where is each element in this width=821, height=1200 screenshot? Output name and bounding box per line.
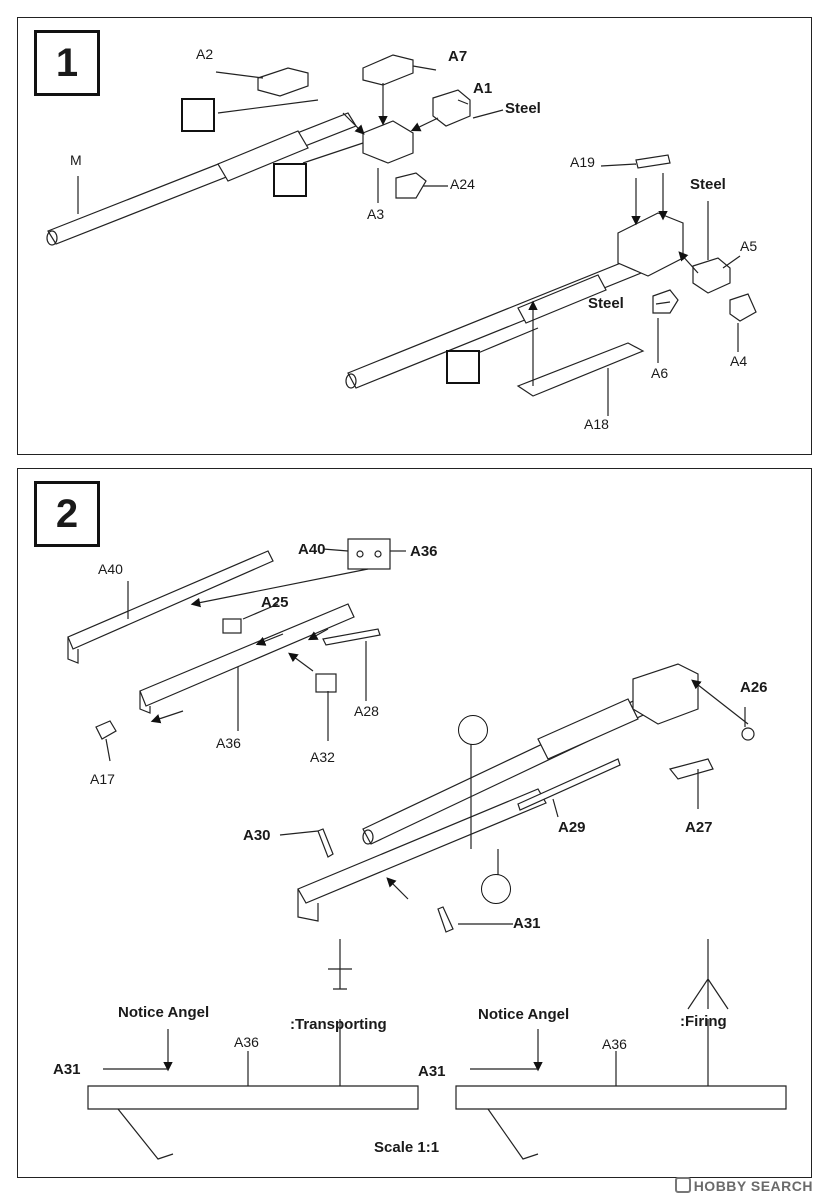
label-a25: A25 (261, 594, 289, 611)
label-a36-right: A36 (602, 1036, 627, 1052)
label-a31: A31 (513, 915, 541, 932)
label-a36: A36 (216, 735, 241, 751)
watermark: HOBBY SEARCH (674, 1177, 813, 1194)
barrel-m-left (47, 112, 357, 245)
label-firing: :Firing (680, 1013, 727, 1030)
label-a29: A29 (558, 819, 586, 836)
hobby-search-logo-icon (674, 1177, 691, 1193)
label-a36-left: A36 (234, 1034, 259, 1050)
step-2-illustration (67, 538, 787, 1160)
label-a40-top: A40 (298, 541, 326, 558)
breech-right (617, 212, 684, 277)
step-number-box: 1 (34, 30, 100, 96)
label-a18: A18 (584, 416, 609, 432)
label-a31-right: A31 (418, 1063, 446, 1080)
label-a27: A27 (685, 819, 713, 836)
step-2-panel: 2 (17, 468, 812, 1178)
label-steel-1: Steel (505, 100, 541, 117)
label-a28: A28 (354, 703, 379, 719)
paint-symbol-icon (446, 350, 480, 384)
label-steel-3: Steel (588, 295, 624, 312)
label-m: M (70, 152, 82, 168)
rail-a18 (516, 342, 645, 397)
label-steel-2: Steel (690, 176, 726, 193)
do-not-glue-icon (458, 715, 488, 745)
step-number-box: 2 (34, 481, 100, 547)
label-a31-left: A31 (53, 1061, 81, 1078)
side-view-firing (455, 1085, 787, 1110)
side-view-transport (87, 1085, 419, 1110)
label-notice-angel-left: Notice Angel (118, 1004, 210, 1021)
paint-symbol-icon (181, 98, 215, 132)
label-a30: A30 (243, 827, 271, 844)
label-a24: A24 (450, 176, 475, 192)
scale-label: Scale 1:1 (374, 1139, 440, 1156)
label-a26: A26 (740, 679, 768, 696)
label-notice-angel-right: Notice Angel (478, 1006, 570, 1023)
channel-a40 (67, 550, 274, 650)
label-a2: A2 (196, 46, 214, 62)
assembled-gun (297, 788, 547, 904)
frame-a36 (139, 603, 355, 707)
label-a40: A40 (98, 561, 123, 577)
do-not-glue-icon (481, 874, 511, 904)
step-1-illustration (46, 54, 757, 416)
barrel-right (347, 247, 667, 389)
label-a36-top: A36 (410, 543, 438, 560)
label-a7: A7 (448, 48, 468, 65)
label-transporting: :Transporting (290, 1016, 387, 1033)
label-a6: A6 (651, 365, 669, 381)
label-a19: A19 (570, 154, 595, 170)
label-a3: A3 (367, 206, 385, 222)
label-a32: A32 (310, 749, 335, 765)
label-a17: A17 (90, 771, 115, 787)
label-a1: A1 (473, 80, 493, 97)
label-a4: A4 (730, 353, 748, 369)
label-a5: A5 (740, 238, 758, 254)
step-1-panel: 1 (17, 17, 812, 455)
watermark-text: HOBBY SEARCH (693, 1178, 813, 1194)
breech-a3 (362, 120, 414, 164)
paint-symbol-icon (273, 163, 307, 197)
